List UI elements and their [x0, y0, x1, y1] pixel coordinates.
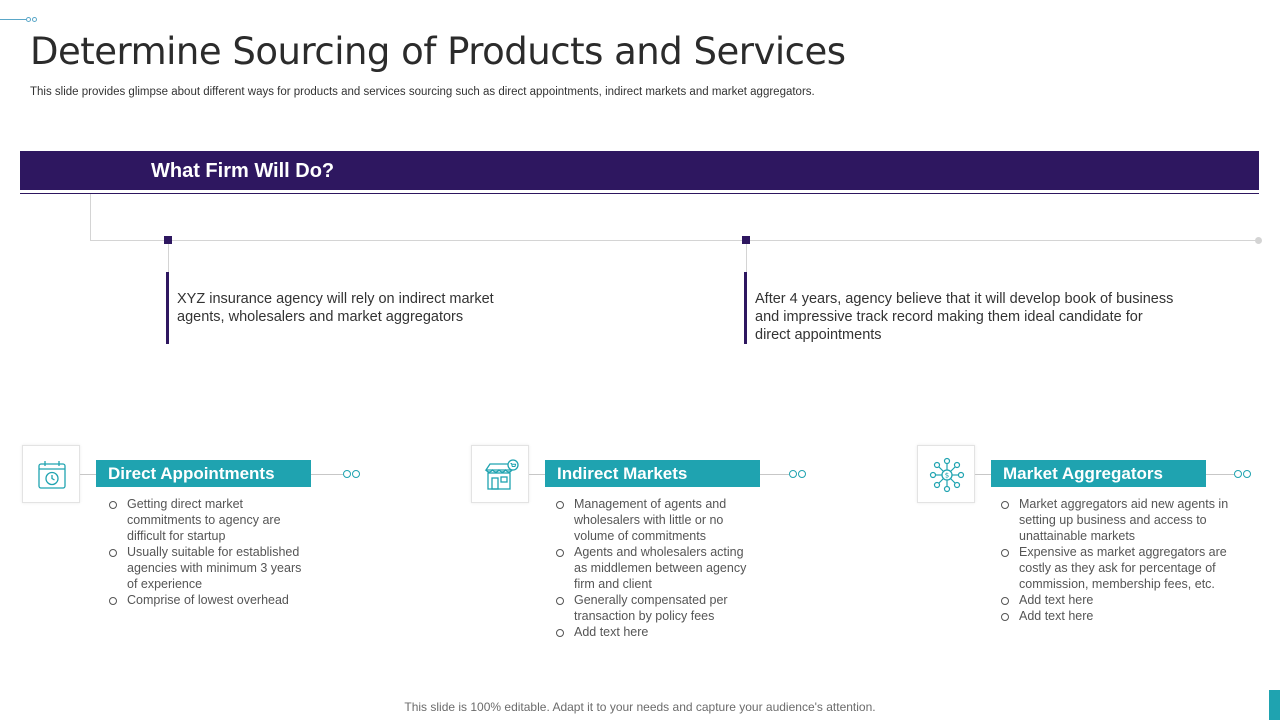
- card-head-connector: [975, 474, 991, 475]
- card-head-dot: [789, 470, 797, 478]
- card-head-line: [1206, 474, 1234, 475]
- svg-text:$: $: [945, 472, 949, 480]
- connector-end-dot: [1255, 237, 1262, 244]
- footer-note: This slide is 100% editable. Adapt it to…: [404, 700, 876, 714]
- page-title: Determine Sourcing of Products and Servi…: [30, 30, 846, 73]
- corner-decoration-line: [0, 19, 26, 20]
- storefront-cart-icon: [484, 459, 519, 490]
- corner-decoration: [0, 17, 40, 22]
- banner-label: What Firm Will Do?: [151, 160, 335, 182]
- list-item: Add text here: [554, 624, 784, 640]
- timeline-node: [164, 236, 172, 244]
- card-head-connector: [529, 474, 545, 475]
- connector-vertical: [90, 194, 91, 240]
- key-point-line: XYZ insurance agency will rely on indire…: [177, 291, 494, 307]
- card-title: Indirect Markets: [545, 460, 760, 487]
- card-title: Market Aggregators: [991, 460, 1206, 487]
- card-head-dot: [798, 470, 806, 478]
- calendar-clock-icon: [38, 461, 66, 489]
- page-subtitle: This slide provides glimpse about differ…: [30, 86, 815, 98]
- key-point-line: After 4 years, agency believe that it wi…: [755, 291, 1174, 307]
- corner-decoration-dot: [26, 17, 31, 22]
- card-head-dot: [1234, 470, 1242, 478]
- key-point-line: and impressive track record making them …: [755, 309, 1143, 325]
- card-icon-box: [471, 445, 529, 503]
- card-head-dot: [352, 470, 360, 478]
- connector-horizontal: [90, 240, 1258, 241]
- key-point: After 4 years, agency believe that it wi…: [744, 272, 1204, 344]
- corner-accent-bar: [1269, 690, 1280, 720]
- key-point-line: agents, wholesalers and market aggregato…: [177, 309, 464, 325]
- list-item: Add text here: [999, 592, 1259, 608]
- card-icon-box: [22, 445, 80, 503]
- banner-underline: [20, 193, 1259, 194]
- list-item: Add text here: [999, 608, 1259, 624]
- card-head-dot: [1243, 470, 1251, 478]
- section-banner: What Firm Will Do?: [20, 151, 1259, 190]
- key-point: XYZ insurance agency will rely on indire…: [166, 272, 526, 344]
- network-dollar-icon: $: [929, 457, 965, 493]
- card-head-dot: [343, 470, 351, 478]
- key-point-line: direct appointments: [755, 327, 882, 343]
- timeline-node: [742, 236, 750, 244]
- card-head-connector: [80, 474, 96, 475]
- timeline-node-stem: [168, 244, 169, 272]
- card-head-line: [311, 474, 343, 475]
- card-title: Direct Appointments: [96, 460, 311, 487]
- card-head-line: [760, 474, 789, 475]
- list-item: Comprise of lowest overhead: [107, 592, 337, 608]
- card-icon-box: $: [917, 445, 975, 503]
- corner-decoration-dot: [32, 17, 37, 22]
- timeline-node-stem: [746, 244, 747, 272]
